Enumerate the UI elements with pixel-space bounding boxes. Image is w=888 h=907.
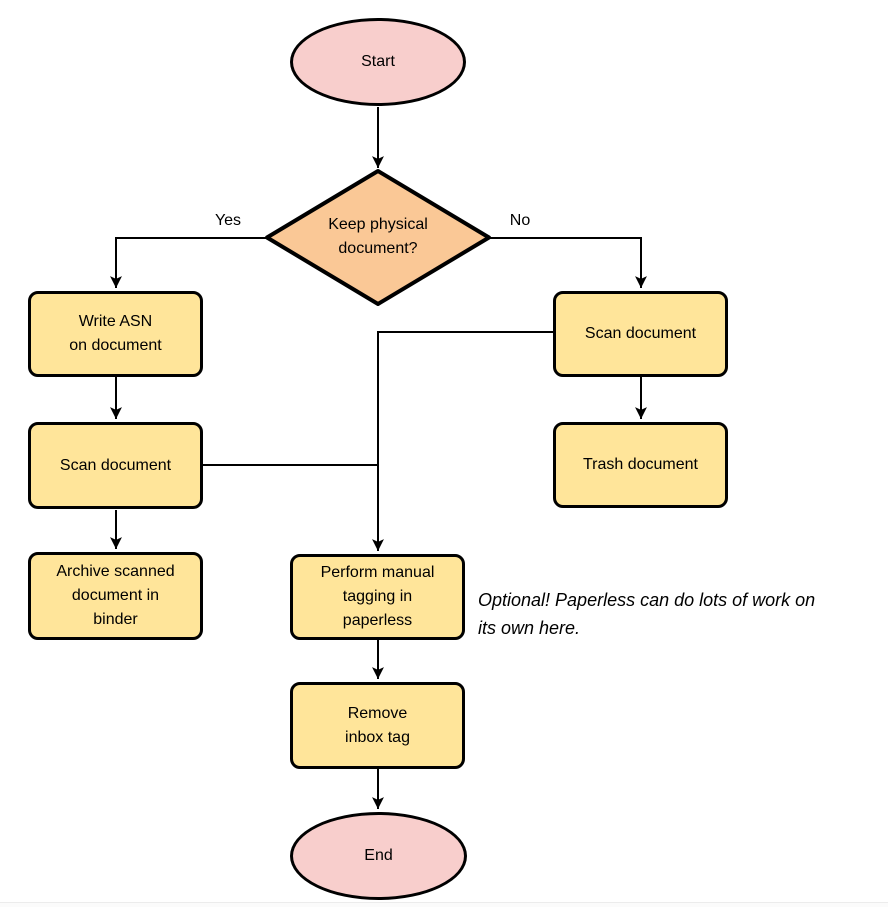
node-write-asn: Write ASN on document [28, 291, 203, 377]
node-trash-document-label: Trash document [582, 456, 698, 473]
node-decision-label: Keep physical document? [328, 216, 428, 257]
node-remove-inbox-tag-label: Remove inbox tag [345, 704, 410, 746]
node-end-label: End [364, 847, 393, 864]
edge-scan-right-to-perform [372, 331, 553, 551]
decision-diamond-shape [265, 169, 491, 306]
node-archive-document-label: Archive scanned document in binder [56, 563, 175, 628]
edge-label-no: No [509, 212, 531, 229]
node-start: Start [290, 18, 466, 106]
edge-decision-no-to-scan-right [490, 237, 647, 288]
node-scan-document-left: Scan document [28, 422, 203, 509]
edge-decision-yes-to-write-asn [110, 237, 266, 288]
optional-annotation: Optional! Paperless can do lots of work … [478, 590, 816, 638]
page-bottom-edge [0, 902, 888, 907]
node-archive-document: Archive scanned document in binder [28, 552, 203, 640]
node-scan-document-right: Scan document [553, 291, 728, 377]
node-end: End [290, 812, 467, 900]
node-scan-document-right-label: Scan document [584, 325, 697, 342]
node-perform-tagging-label: Perform manual tagging in paperless [320, 564, 435, 629]
node-write-asn-label: Write ASN on document [69, 313, 162, 354]
node-perform-tagging: Perform manual tagging in paperless [290, 554, 465, 640]
node-scan-document-left-label: Scan document [59, 456, 172, 474]
edge-label-yes: Yes [214, 212, 242, 229]
node-start-label: Start [361, 53, 395, 70]
node-remove-inbox-tag: Remove inbox tag [290, 682, 465, 769]
node-trash-document: Trash document [553, 422, 728, 508]
